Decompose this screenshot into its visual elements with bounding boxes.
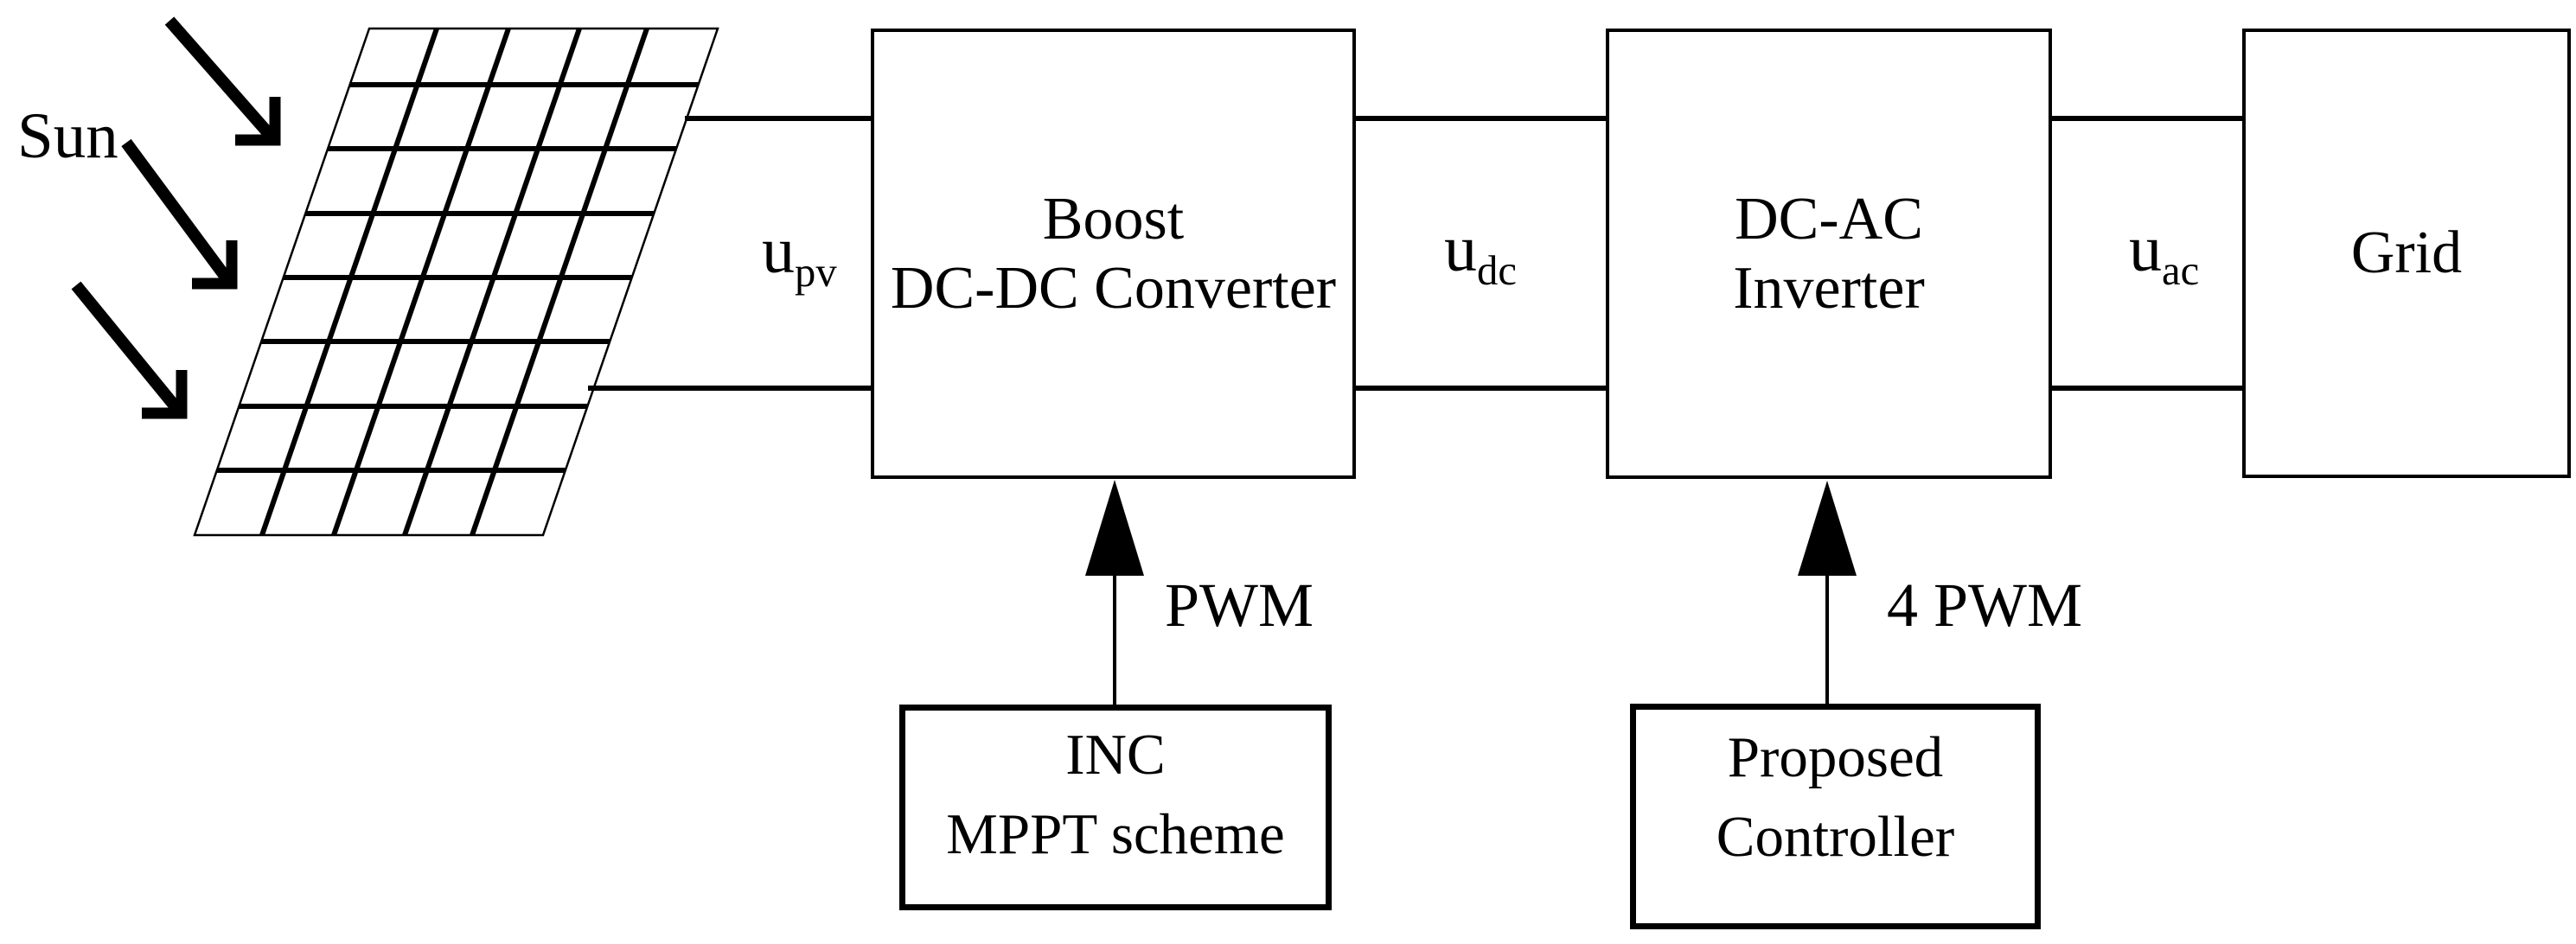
pwm-arrow-icon — [1085, 480, 1144, 705]
signal-upv-base: u — [762, 214, 795, 287]
block-dcac-inverter: DC-AC Inverter — [1606, 29, 2052, 479]
block-boost-line2: DC-DC Converter — [890, 254, 1337, 322]
block-controller-line1: Proposed — [1727, 725, 1944, 789]
signal-label-uac: uac — [2129, 213, 2199, 292]
block-boost-line1: Boost — [1042, 185, 1185, 252]
sun-rays-icon — [71, 16, 281, 419]
signal-label-upv: upv — [762, 218, 837, 294]
sun-ray-arrow-icon — [71, 281, 188, 419]
sun-ray-arrow-icon — [121, 138, 238, 290]
signal-uac-subscript: ac — [2162, 247, 2200, 295]
block-proposed-controller: Proposed Controller — [1630, 704, 2041, 929]
four-pwm-label: 4 PWM — [1887, 571, 2083, 640]
pv-panel-row-lines — [217, 82, 699, 473]
signal-udc-subscript: dc — [1477, 247, 1517, 295]
block-boost-dcdc-converter: Boost DC-DC Converter — [871, 29, 1356, 479]
block-mppt-line2: MPPT scheme — [946, 802, 1285, 866]
block-grid-label: Grid — [2350, 220, 2463, 286]
block-mppt-line1: INC — [1065, 723, 1166, 787]
signal-upv-subscript: pv — [795, 249, 837, 297]
block-grid: Grid — [2242, 29, 2571, 478]
pv-panel-outline — [193, 27, 719, 537]
four-pwm-arrow-icon — [1798, 481, 1857, 705]
pv-panel-column-lines — [259, 28, 649, 536]
block-inverter-line1: DC-AC — [1735, 185, 1923, 252]
wires — [588, 116, 2245, 391]
sun-ray-arrow-icon — [164, 16, 281, 146]
signal-udc-base: u — [1444, 213, 1477, 285]
sun-label: Sun — [17, 100, 118, 172]
pv-panel-icon — [193, 27, 719, 537]
signal-uac-base: u — [2129, 213, 2162, 285]
block-inverter-line2: Inverter — [1733, 254, 1925, 322]
block-controller-line2: Controller — [1716, 805, 1955, 869]
signal-label-udc: udc — [1444, 213, 1517, 292]
block-inc-mppt-scheme: INC MPPT scheme — [899, 705, 1332, 910]
pwm-label: PWM — [1165, 571, 1314, 640]
